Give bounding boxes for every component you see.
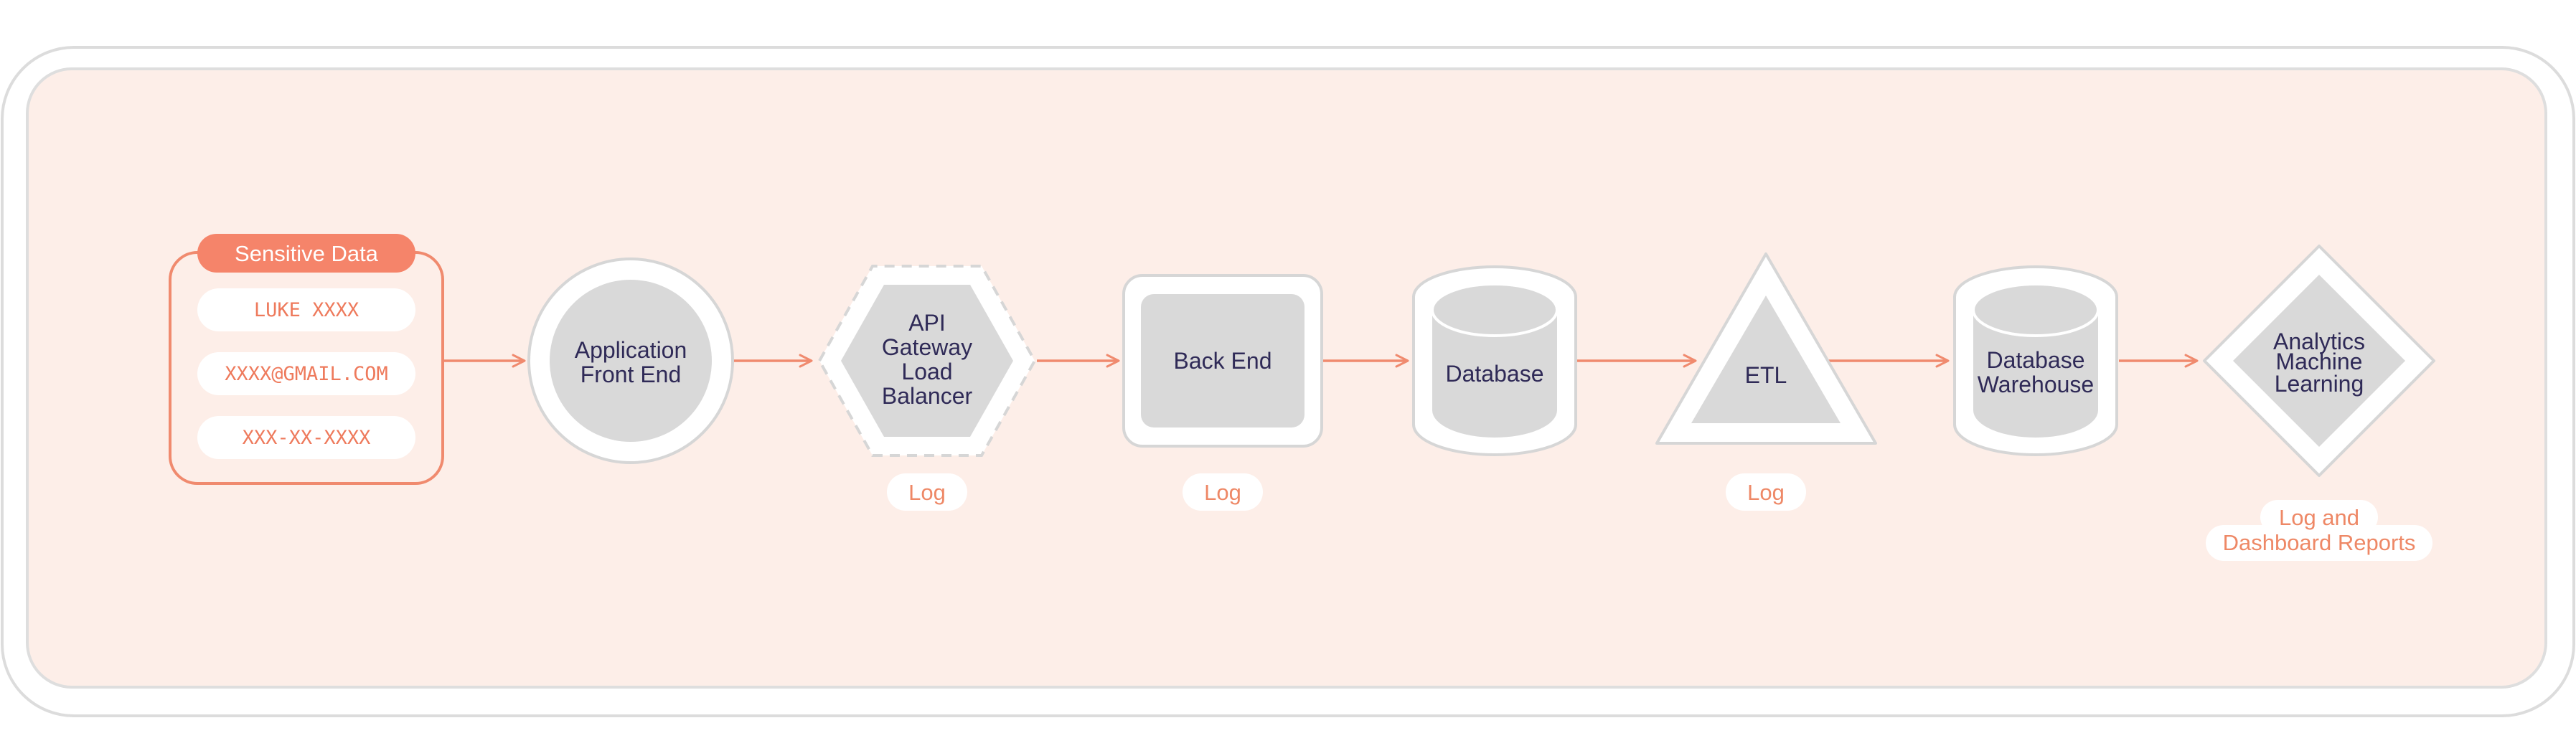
warehouse-label-line1: Database: [1987, 347, 2085, 373]
node-etl: ETL: [1655, 252, 1877, 445]
node-back-end: Back End: [1122, 274, 1323, 448]
cylinder-icon-top: [1972, 283, 2100, 337]
circle-icon: [550, 280, 712, 442]
node-analytics: Analytics Machine Learning: [2203, 245, 2435, 477]
node-api-gateway: API Gateway Load Balancer: [817, 265, 1037, 457]
sensitive-item-email-pill: [197, 352, 415, 395]
log-badge-gateway: Log: [887, 473, 967, 511]
backend-label: Back End: [1174, 348, 1272, 374]
sensitive-item-name: LUKE XXXX: [254, 299, 359, 321]
rounded-square-icon: [1141, 294, 1305, 427]
diamond-icon: [2233, 275, 2405, 447]
analytics-label-line1: Analytics: [2273, 329, 2365, 354]
sensitive-item-ssn-pill: [197, 416, 415, 459]
sensitive-data-title: Sensitive Data: [235, 241, 379, 266]
frontend-label-line1: Application: [575, 337, 687, 363]
log-badge-pill: [1183, 473, 1263, 511]
gateway-label-line2: Gateway: [882, 334, 972, 360]
node-database: Database: [1412, 265, 1577, 456]
warehouse-label-line2: Warehouse: [1978, 372, 2094, 397]
log-badge-analytics-line2: Dashboard Reports: [2223, 530, 2416, 555]
triangle-icon: [1691, 296, 1841, 423]
analytics-label-line2: Machine: [2276, 349, 2363, 374]
log-badge-pill: [887, 473, 967, 511]
node-application-front-end: Application Front End: [527, 257, 734, 464]
etl-label: ETL: [1745, 362, 1787, 388]
log-badge-backend-text: Log: [1204, 480, 1241, 505]
log-badge-backend: Log: [1183, 473, 1263, 511]
sensitive-item-ssn: XXX-XX-XXXX: [243, 427, 371, 449]
node-database-warehouse: Database Warehouse: [1953, 265, 2118, 456]
log-badge-etl: Log: [1726, 473, 1806, 511]
log-badge-analytics-line1: Log and: [2279, 505, 2359, 530]
sensitive-data-card: Sensitive Data LUKE XXXX XXXX@GMAIL.COM …: [169, 234, 444, 485]
analytics-label-line3: Learning: [2275, 371, 2364, 397]
frontend-label-line2: Front End: [580, 362, 682, 387]
log-badge-pill-bottom: [2206, 525, 2432, 561]
log-badge-gateway-text: Log: [908, 480, 946, 505]
log-badge-etl-text: Log: [1747, 480, 1785, 505]
sensitive-data-header-pill: [197, 234, 415, 273]
gateway-label-line3: Load: [901, 359, 952, 384]
sensitive-item-name-pill: [197, 288, 415, 331]
gateway-label-line1: API: [908, 310, 946, 336]
log-badge-pill: [1726, 473, 1806, 511]
log-badge-analytics: Log and Dashboard Reports: [2206, 500, 2432, 561]
cylinder-icon-body: [1432, 310, 1557, 438]
cylinder-icon-body: [1973, 310, 2098, 438]
hexagon-icon: [841, 285, 1013, 437]
gateway-label-line4: Balancer: [882, 383, 973, 409]
database-label: Database: [1446, 361, 1544, 387]
cylinder-icon-top: [1431, 283, 1559, 337]
sensitive-item-email: XXXX@GMAIL.COM: [225, 363, 388, 385]
